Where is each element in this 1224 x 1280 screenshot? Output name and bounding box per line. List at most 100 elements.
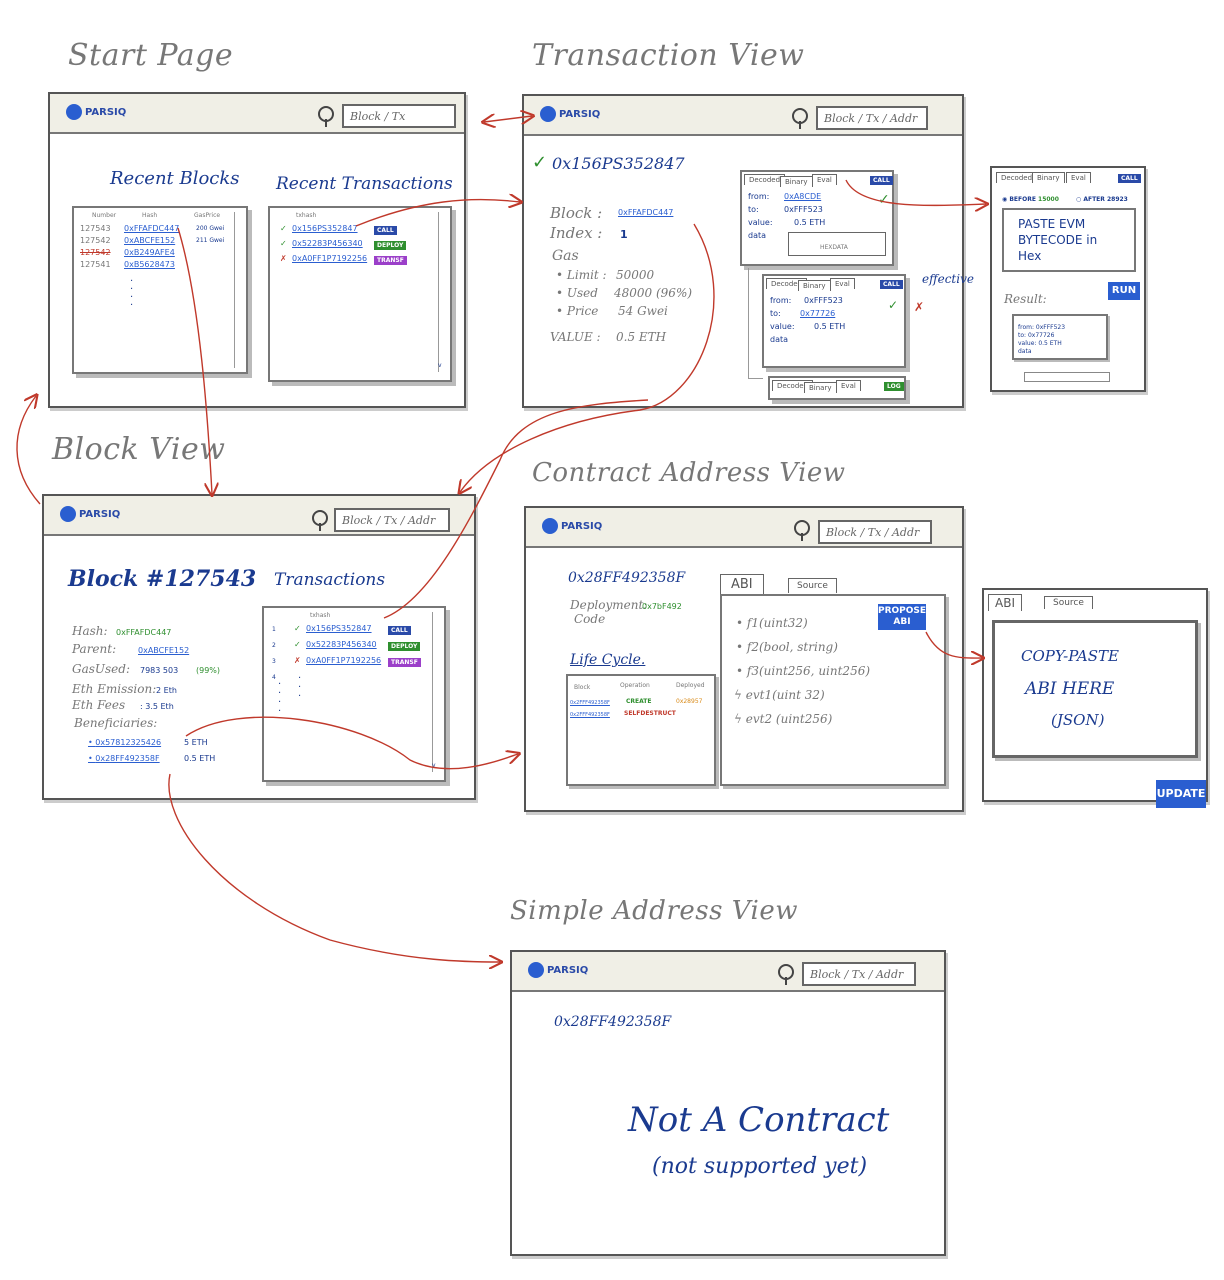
- tab-binary[interactable]: Binary: [804, 382, 837, 393]
- value-label: VALUE :: [550, 330, 601, 344]
- gas-used-pct: (99%): [196, 666, 221, 675]
- tx-hash-link[interactable]: 0x52283P456340: [306, 640, 377, 649]
- search-input[interactable]: Block / Tx / Addr: [334, 508, 450, 532]
- tx-hash-link[interactable]: 0x156PS352847: [306, 624, 372, 633]
- tab-abi[interactable]: ABI: [988, 594, 1022, 611]
- search-input[interactable]: Block / Tx / Addr: [818, 520, 932, 544]
- run-button[interactable]: RUN: [1108, 282, 1140, 300]
- to-value: 0xFFF523: [784, 205, 823, 214]
- beneficiary-amount: 0.5 ETH: [184, 754, 216, 763]
- tab-eval[interactable]: Eval: [812, 174, 837, 185]
- limit-value: 50000: [616, 268, 655, 282]
- bytecode-input[interactable]: PASTE EVM BYTECODE in Hex: [1002, 208, 1136, 272]
- row-number: 1: [272, 626, 276, 633]
- result-log-panel: [1024, 372, 1110, 382]
- event-item[interactable]: ϟ evt2 (uint256): [734, 712, 832, 726]
- block-gas: 211 Gwei: [196, 237, 225, 244]
- from-value: 0xFFF523: [804, 296, 843, 305]
- scrollbar[interactable]: [438, 212, 445, 372]
- function-item[interactable]: • f2(bool, string): [736, 640, 838, 654]
- block-hash-link[interactable]: 0xFFAFDC447: [124, 224, 180, 233]
- effective-note: effective: [922, 272, 974, 286]
- block-number-orphaned: 127542: [80, 248, 111, 257]
- block-hash-link[interactable]: 0xB5628473: [124, 260, 175, 269]
- success-icon: ✓: [294, 624, 301, 633]
- tab-eval[interactable]: Eval: [830, 278, 855, 289]
- block-hash-link[interactable]: 0xABCFE152: [124, 236, 176, 245]
- tx-hash-link[interactable]: 0xA0FF1P7192256: [306, 656, 382, 665]
- more-dots: ···: [298, 673, 302, 702]
- logo[interactable]: PARSIQ: [542, 518, 602, 534]
- result-label: Result:: [1004, 292, 1047, 306]
- tab-source[interactable]: Source: [788, 578, 837, 593]
- to-label: to:: [770, 309, 781, 318]
- success-icon: ✓: [280, 239, 287, 248]
- function-item[interactable]: • f3(uint256, uint256): [736, 664, 871, 678]
- function-item[interactable]: • f1(uint32): [736, 616, 808, 630]
- search-icon: [794, 520, 810, 541]
- result-from: from: 0xFFF523: [1018, 324, 1066, 331]
- logo[interactable]: PARSIQ: [66, 104, 126, 120]
- search-icon: [318, 106, 334, 127]
- logo[interactable]: PARSIQ: [60, 506, 120, 522]
- propose-abi-button[interactable]: PROPOSE ABI: [878, 604, 926, 630]
- tab-source[interactable]: Source: [1044, 596, 1093, 609]
- after-label: AFTER: [1083, 196, 1105, 203]
- abi-panel: • f1(uint32) • f2(bool, string) • f3(uin…: [720, 594, 946, 786]
- address-title: 0x28FF492358F: [554, 1014, 672, 1030]
- before-radio[interactable]: ◉ BEFORE 15000: [1002, 196, 1059, 203]
- deployment-value[interactable]: 0x7bF492: [642, 602, 682, 611]
- tab-decoded[interactable]: Decoded: [996, 172, 1038, 183]
- beneficiary-link[interactable]: • 0x57812325426: [88, 738, 162, 747]
- beneficiary-link[interactable]: • 0x28FF492358F: [88, 754, 160, 763]
- chevron-down-icon[interactable]: v: [438, 362, 442, 369]
- scrollbar[interactable]: [234, 212, 241, 368]
- lc-block-link[interactable]: 0x2FFF492358F: [570, 712, 610, 718]
- value-value: 0.5 ETH: [616, 330, 667, 344]
- search-input[interactable]: Block / Tx: [342, 104, 456, 128]
- tab-binary[interactable]: Binary: [798, 280, 831, 291]
- logo[interactable]: PARSIQ: [540, 106, 600, 122]
- lc-block-link[interactable]: 0x2FFF492358F: [570, 700, 610, 706]
- result-call-panel: from: 0xFFF523 to: 0x77726 value: 0.5 ET…: [1012, 314, 1108, 360]
- tx-hash-link[interactable]: 0x156PS352847: [292, 224, 358, 233]
- scrollbar[interactable]: [432, 612, 439, 772]
- col-block: Block: [574, 684, 591, 691]
- tab-decoded[interactable]: Decoded: [744, 174, 786, 185]
- row-number: 2: [272, 642, 276, 649]
- lc-deployed-link[interactable]: 0x28957: [676, 698, 703, 705]
- update-button[interactable]: UPDATE: [1156, 780, 1206, 808]
- block-label: Block :: [550, 204, 603, 222]
- tx-hash-link[interactable]: 0x52283P456340: [292, 239, 363, 248]
- logo-icon: [66, 104, 82, 120]
- call-badge: CALL: [880, 280, 903, 289]
- deploy-badge: DEPLOY: [388, 642, 421, 651]
- chevron-down-icon[interactable]: v: [432, 762, 436, 769]
- logo[interactable]: PARSIQ: [528, 962, 588, 978]
- logo-text: PARSIQ: [561, 520, 603, 532]
- tab-binary[interactable]: Binary: [780, 176, 813, 187]
- log-badge: LOG: [884, 382, 904, 391]
- tab-abi[interactable]: ABI: [720, 574, 764, 594]
- tab-eval[interactable]: Eval: [1066, 172, 1091, 183]
- from-link[interactable]: 0xA8CDE: [784, 192, 822, 201]
- data-box: [788, 232, 886, 256]
- block-gas: 200 Gwei: [196, 225, 225, 232]
- logo-icon: [528, 962, 544, 978]
- block-view-window: PARSIQ Block / Tx / Addr Block #127543 H…: [42, 494, 476, 800]
- tx-hash-link[interactable]: 0xA0FF1P7192256: [292, 254, 368, 263]
- block-hash-link[interactable]: 0xB249AFE4: [124, 248, 175, 257]
- parent-link[interactable]: 0xABCFE152: [138, 646, 190, 655]
- search-icon: [778, 964, 794, 985]
- search-input[interactable]: Block / Tx / Addr: [816, 106, 928, 130]
- recent-tx-heading: Recent Transactions: [276, 174, 453, 194]
- abi-json-input[interactable]: COPY-PASTE ABI HERE (JSON): [992, 620, 1198, 758]
- to-link[interactable]: 0x77726: [800, 309, 836, 318]
- tab-eval[interactable]: Eval: [836, 380, 861, 391]
- block-number: 127541: [80, 260, 111, 269]
- search-input[interactable]: Block / Tx / Addr: [802, 962, 916, 986]
- event-item[interactable]: ϟ evt1(uint 32): [734, 688, 825, 702]
- block-link[interactable]: 0xFFAFDC447: [618, 208, 674, 217]
- after-radio[interactable]: ○ AFTER 28923: [1076, 196, 1128, 203]
- tab-binary[interactable]: Binary: [1032, 172, 1065, 183]
